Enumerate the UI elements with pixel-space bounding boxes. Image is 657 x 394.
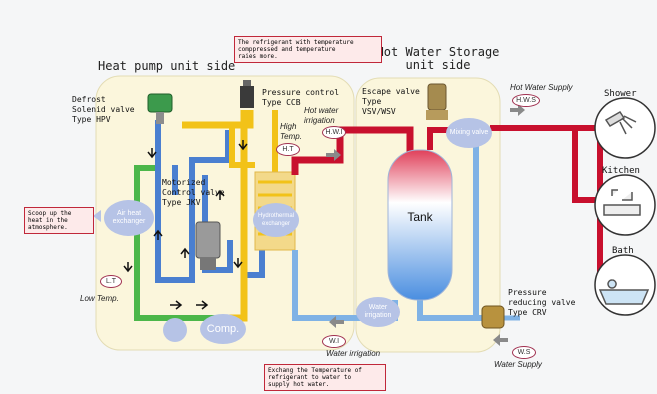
arrow-hwi: [326, 149, 341, 161]
flow-arrow: [238, 140, 248, 151]
bath-label: Bath: [612, 246, 634, 256]
green-pipe-top: [134, 165, 158, 190]
compressor-node-left: [163, 318, 187, 342]
water-supply-label: Water Supply: [494, 360, 542, 369]
badge-wi: W.I: [322, 335, 346, 348]
defrost-valve-label: Defrost Solenid valve Type HPV: [72, 95, 135, 124]
storage-tank: [387, 149, 453, 301]
shower-label: Shower: [604, 89, 637, 99]
escape-valve-icon: [427, 83, 447, 111]
pressure-reducing-label: Pressure reducing valve Type CRV: [508, 288, 576, 317]
motorized-valve-icon: [195, 221, 221, 259]
bathtub-icon: [598, 279, 650, 305]
defrost-valve-icon: [147, 93, 173, 113]
hot-water-supply-label: Hot Water Supply: [510, 83, 573, 92]
blue-pipe-right: [244, 240, 265, 278]
flow-arrow: [215, 189, 225, 200]
low-temp-label: Low Temp.: [80, 294, 119, 303]
hot-water-irrigation-label: Hot water irrigation: [304, 106, 339, 125]
shower-outlet: [594, 97, 656, 159]
kitchen-label: Kitchen: [602, 166, 640, 176]
hot-water-title: Hot Water Storage unit side: [376, 45, 500, 72]
shower-icon: [604, 111, 637, 135]
escape-valve-label: Escape valve Type VSV/WSV: [362, 87, 420, 116]
mixing-valve-bubble: Mixing valve: [446, 118, 492, 148]
arrow-hws: [510, 104, 525, 116]
pressure-control-icon: [240, 86, 254, 108]
pressure-control-cap: [243, 80, 251, 86]
water-irrigation-bubble: Water irrigation: [356, 297, 400, 327]
high-temp-label: High Temp.: [280, 122, 302, 141]
flow-arrow: [170, 300, 183, 310]
tank-label: Tank: [407, 210, 433, 224]
badge-hwi: H.W.I: [322, 126, 346, 139]
arrow-ws: [493, 334, 508, 346]
yellow-pipe-branch: [229, 125, 255, 168]
blue-pipe-left: [155, 120, 231, 283]
pressure-reducing-valve-icon: [481, 305, 505, 329]
heat-pump-title: Heat pump unit side: [98, 59, 236, 73]
red-pipe-to-tank: [291, 126, 414, 175]
arrow-air-in: [93, 210, 101, 222]
badge-ht: H.T: [276, 143, 300, 156]
hydrothermal-exchanger-bubble: Hydrothermal exchanger: [253, 203, 299, 237]
flow-arrow: [153, 229, 163, 240]
yellow-pipe-top: [182, 110, 254, 129]
badge-hws: H.W.S: [512, 94, 540, 107]
defrost-valve-stem: [156, 112, 164, 124]
motorized-valve-base: [200, 258, 216, 270]
flow-arrow: [196, 300, 209, 310]
note-scoop-heat: Scoop up the heat in the atmosphere.: [24, 207, 94, 234]
motorized-valve-label: Motorized Control valve Type JKV: [162, 178, 225, 207]
flow-arrow: [147, 148, 157, 159]
escape-valve-body: [426, 110, 448, 120]
flow-arrow: [180, 247, 190, 258]
badge-ws: W.S: [512, 346, 536, 359]
arrow-wi: [329, 316, 344, 328]
note-compressed: The refrigerant with temperature comppre…: [234, 36, 382, 63]
air-heat-exchanger-bubble: Air heat exchanger: [104, 200, 154, 236]
note-exchange: Exchang the Temperature of refrigerant t…: [264, 364, 386, 391]
pressure-control-label: Pressure control Type CCB: [262, 88, 340, 107]
compressor-bubble: Comp.: [200, 314, 246, 344]
badge-lt: L.T: [100, 275, 122, 288]
kitchen-sink-icon: [603, 189, 641, 216]
bath-outlet: [594, 254, 656, 316]
flow-arrow: [233, 258, 243, 269]
water-pipe-supply: [417, 300, 490, 321]
flow-arrow: [123, 262, 133, 273]
water-irrigation-label: Water irrigation: [326, 349, 381, 358]
